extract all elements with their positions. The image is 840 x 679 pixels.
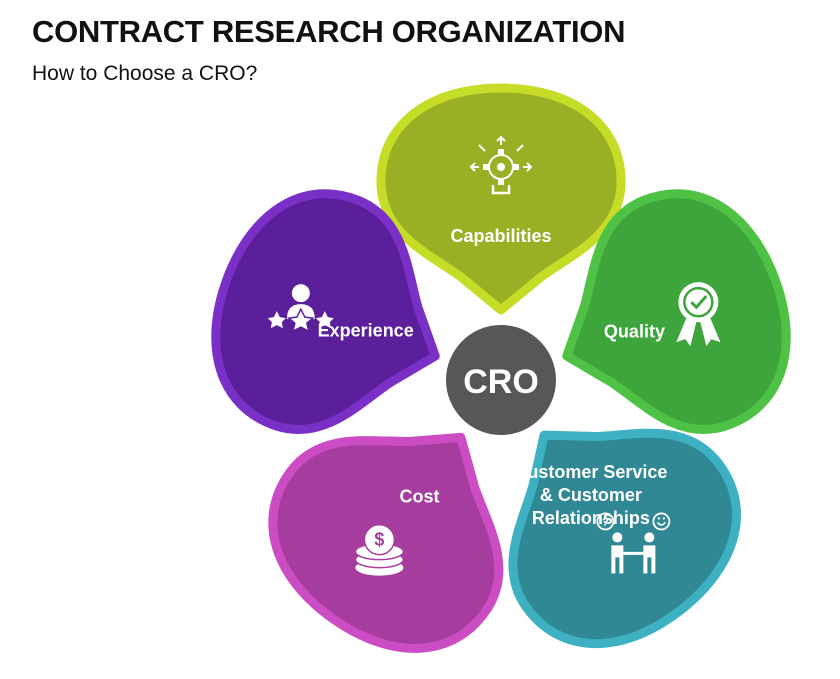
petal-shape-quality xyxy=(562,189,791,435)
center-label: CRO xyxy=(463,363,539,401)
petal-label-cost: Cost xyxy=(400,486,440,506)
handshake-people-icon: ? xyxy=(596,512,671,574)
petal-capabilities: Capabilities xyxy=(376,83,626,315)
petal-label-capabilities: Capabilities xyxy=(450,226,551,246)
person-stars-icon xyxy=(267,284,334,333)
svg-text:$: $ xyxy=(374,530,384,550)
petal-label-experience: Experience xyxy=(318,321,414,341)
petal-shape-customer-service xyxy=(508,428,741,649)
coin-stack-icon: $ xyxy=(354,523,405,576)
page-title: CONTRACT RESEARCH ORGANIZATION xyxy=(32,14,626,49)
petal-quality: Quality xyxy=(562,189,791,435)
petal-shape-experience xyxy=(211,189,440,435)
gear-head-icon xyxy=(469,135,533,195)
petal-shape-capabilities xyxy=(376,83,626,315)
petal-experience: Experience xyxy=(211,189,440,435)
petal-cost: $ Cost xyxy=(268,432,504,653)
award-ribbon-icon xyxy=(676,282,721,347)
svg-text:?: ? xyxy=(602,516,609,528)
page-subtitle: How to Choose a CRO? xyxy=(32,62,258,85)
petal-label-quality: Quality xyxy=(604,321,665,341)
center-circle xyxy=(446,325,556,435)
